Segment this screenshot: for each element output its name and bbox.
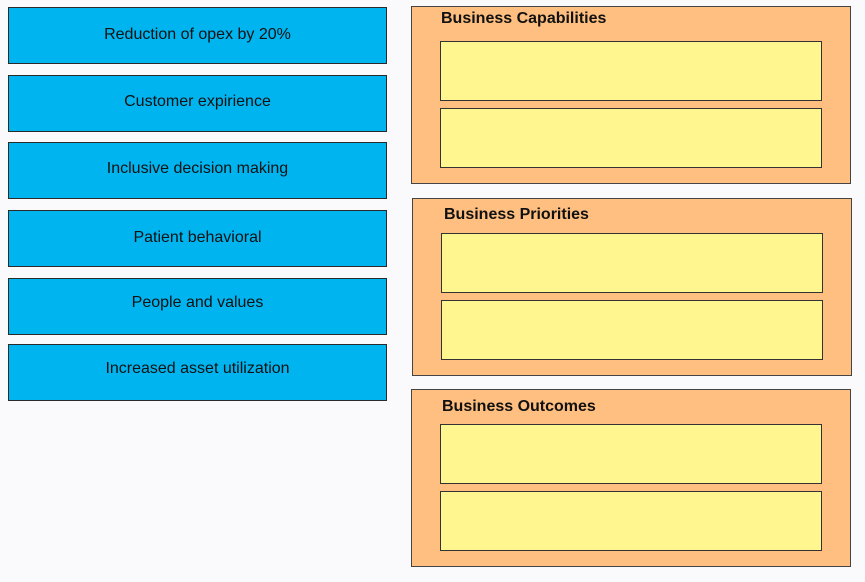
option-patient-behavioral[interactable]: Patient behavioral <box>8 210 387 267</box>
option-customer-experience[interactable]: Customer expirience <box>8 75 387 132</box>
drop-slot[interactable] <box>441 233 823 293</box>
option-inclusive-decision-making[interactable]: Inclusive decision making <box>8 142 387 199</box>
option-increased-asset-utilization[interactable]: Increased asset utilization <box>8 344 387 401</box>
drop-slot[interactable] <box>440 424 822 484</box>
drop-slot[interactable] <box>441 300 823 360</box>
option-label: Customer expirience <box>124 93 271 110</box>
drop-slot[interactable] <box>440 108 822 168</box>
target-panel-business-priorities: Business Priorities <box>412 198 852 376</box>
drop-slot[interactable] <box>440 41 822 101</box>
option-people-and-values[interactable]: People and values <box>8 278 387 335</box>
option-label: Increased asset utilization <box>105 360 290 377</box>
panel-title: Business Priorities <box>444 206 589 223</box>
option-reduction-of-opex[interactable]: Reduction of opex by 20% <box>8 7 387 64</box>
panel-title: Business Outcomes <box>442 398 596 415</box>
option-label: Patient behavioral <box>133 229 262 246</box>
option-label: Reduction of opex by 20% <box>104 26 291 43</box>
target-panel-business-outcomes: Business Outcomes <box>411 389 851 567</box>
drop-slot[interactable] <box>440 491 822 551</box>
target-panel-business-capabilities: Business Capabilities <box>411 6 851 184</box>
panel-title: Business Capabilities <box>441 10 607 27</box>
option-label: People and values <box>131 294 264 311</box>
option-label: Inclusive decision making <box>106 160 289 177</box>
